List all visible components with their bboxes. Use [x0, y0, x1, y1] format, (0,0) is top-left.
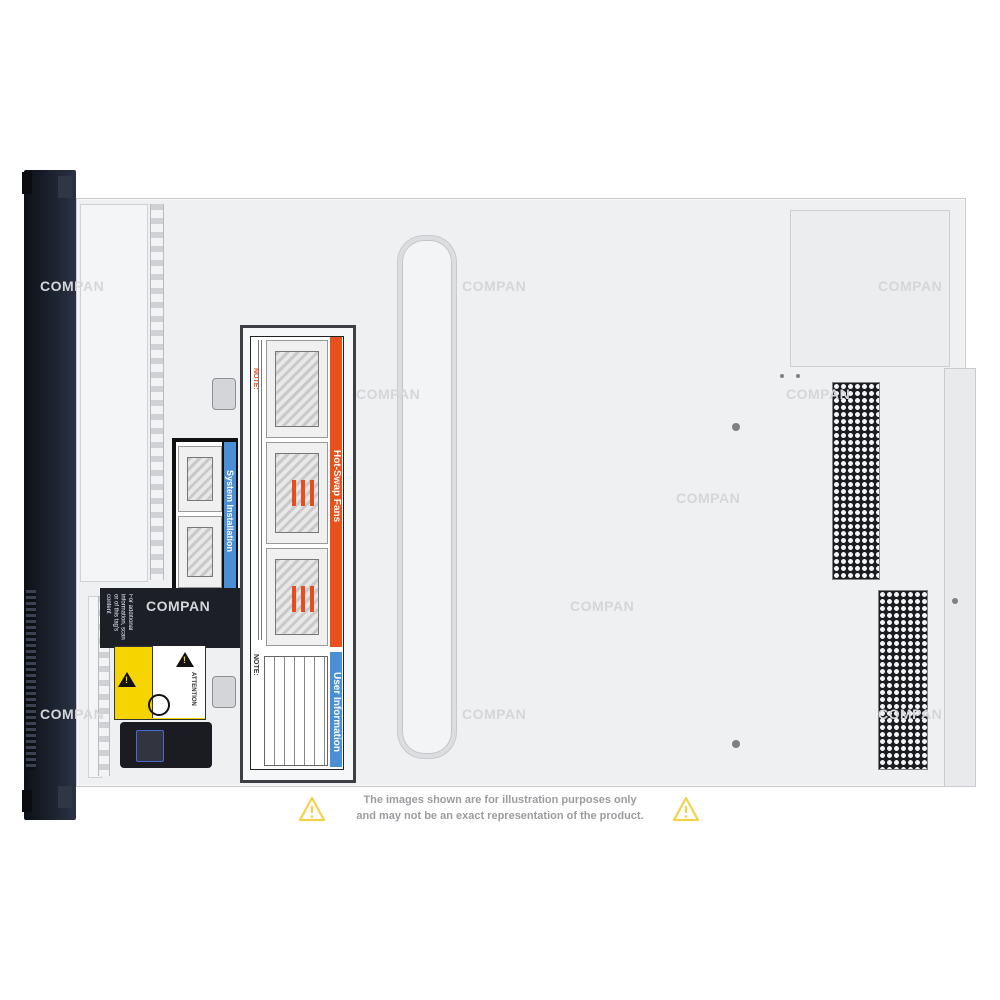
watermark: COMPAN — [676, 490, 741, 506]
disclaimer: The images shown are for illustration pu… — [300, 792, 700, 824]
screw — [732, 740, 740, 748]
info-tag-text: For additional information, scan or of t… — [105, 594, 133, 640]
warning-triangle-icon — [298, 796, 326, 822]
info-tag — [100, 588, 240, 648]
bezel-vent — [26, 590, 36, 770]
cover-latch[interactable] — [120, 722, 212, 768]
label-clip-bottom — [212, 676, 236, 708]
screw — [952, 598, 958, 604]
watermark: COMPAN — [40, 706, 105, 722]
screw — [780, 374, 784, 378]
rear-vent-upper — [832, 382, 880, 580]
hazard-icon — [118, 672, 136, 687]
label-clip-top — [212, 378, 236, 410]
user-info-stripe — [330, 652, 342, 767]
bezel-tab — [58, 176, 72, 198]
watermark: COMPAN — [462, 278, 527, 294]
warning-triangle-icon — [672, 796, 700, 822]
cover-recess-slot — [398, 236, 456, 758]
rear-io-panel — [790, 210, 950, 367]
install-diagram-2 — [178, 516, 222, 588]
user-info-table — [264, 656, 328, 766]
fan-highlight-2 — [292, 480, 318, 506]
latch-release-button[interactable] — [136, 730, 164, 762]
system-install-title: System Installation — [225, 470, 235, 553]
bezel-notch-top — [22, 172, 32, 194]
disclaimer-line-1: The images shown are for illustration pu… — [363, 794, 637, 806]
bezel-tab-bottom — [58, 786, 72, 808]
install-diagram-1 — [178, 446, 222, 512]
rear-right-cover — [944, 368, 976, 787]
watermark: COMPAN — [570, 598, 635, 614]
screw — [732, 423, 740, 431]
screw — [796, 374, 800, 378]
system-install-stripe — [224, 442, 236, 590]
watermark: COMPAN — [40, 278, 105, 294]
watermark: COMPAN — [356, 386, 421, 402]
fan-highlight-3 — [292, 586, 318, 612]
watermark: COMPAN — [878, 278, 943, 294]
user-info-note: NOTE: — [252, 654, 259, 676]
fan-diagram-1 — [266, 340, 328, 438]
user-info-title: User Information — [331, 672, 342, 753]
rear-vent-lower — [878, 590, 928, 770]
electric-hazard-icon — [176, 652, 194, 667]
disclaimer-line-2: and may not be an exact representation o… — [356, 810, 644, 822]
hot-swap-note: NOTE: — [252, 368, 259, 390]
watermark: COMPAN — [462, 706, 527, 722]
bezel-notch-bottom — [22, 790, 32, 812]
hot-swap-note-lines — [258, 340, 264, 640]
no-tool-icon — [148, 694, 170, 716]
hot-swap-title: Hot-Swap Fans — [331, 450, 342, 523]
hot-swap-stripe — [330, 337, 342, 647]
drive-cage-rail — [150, 204, 164, 580]
watermark: COMPAN — [786, 386, 851, 402]
watermark: COMPAN — [878, 706, 943, 722]
watermark: COMPAN — [146, 598, 211, 614]
front-cover-panel — [80, 204, 148, 582]
attention-text: ATTENTION — [190, 672, 196, 706]
